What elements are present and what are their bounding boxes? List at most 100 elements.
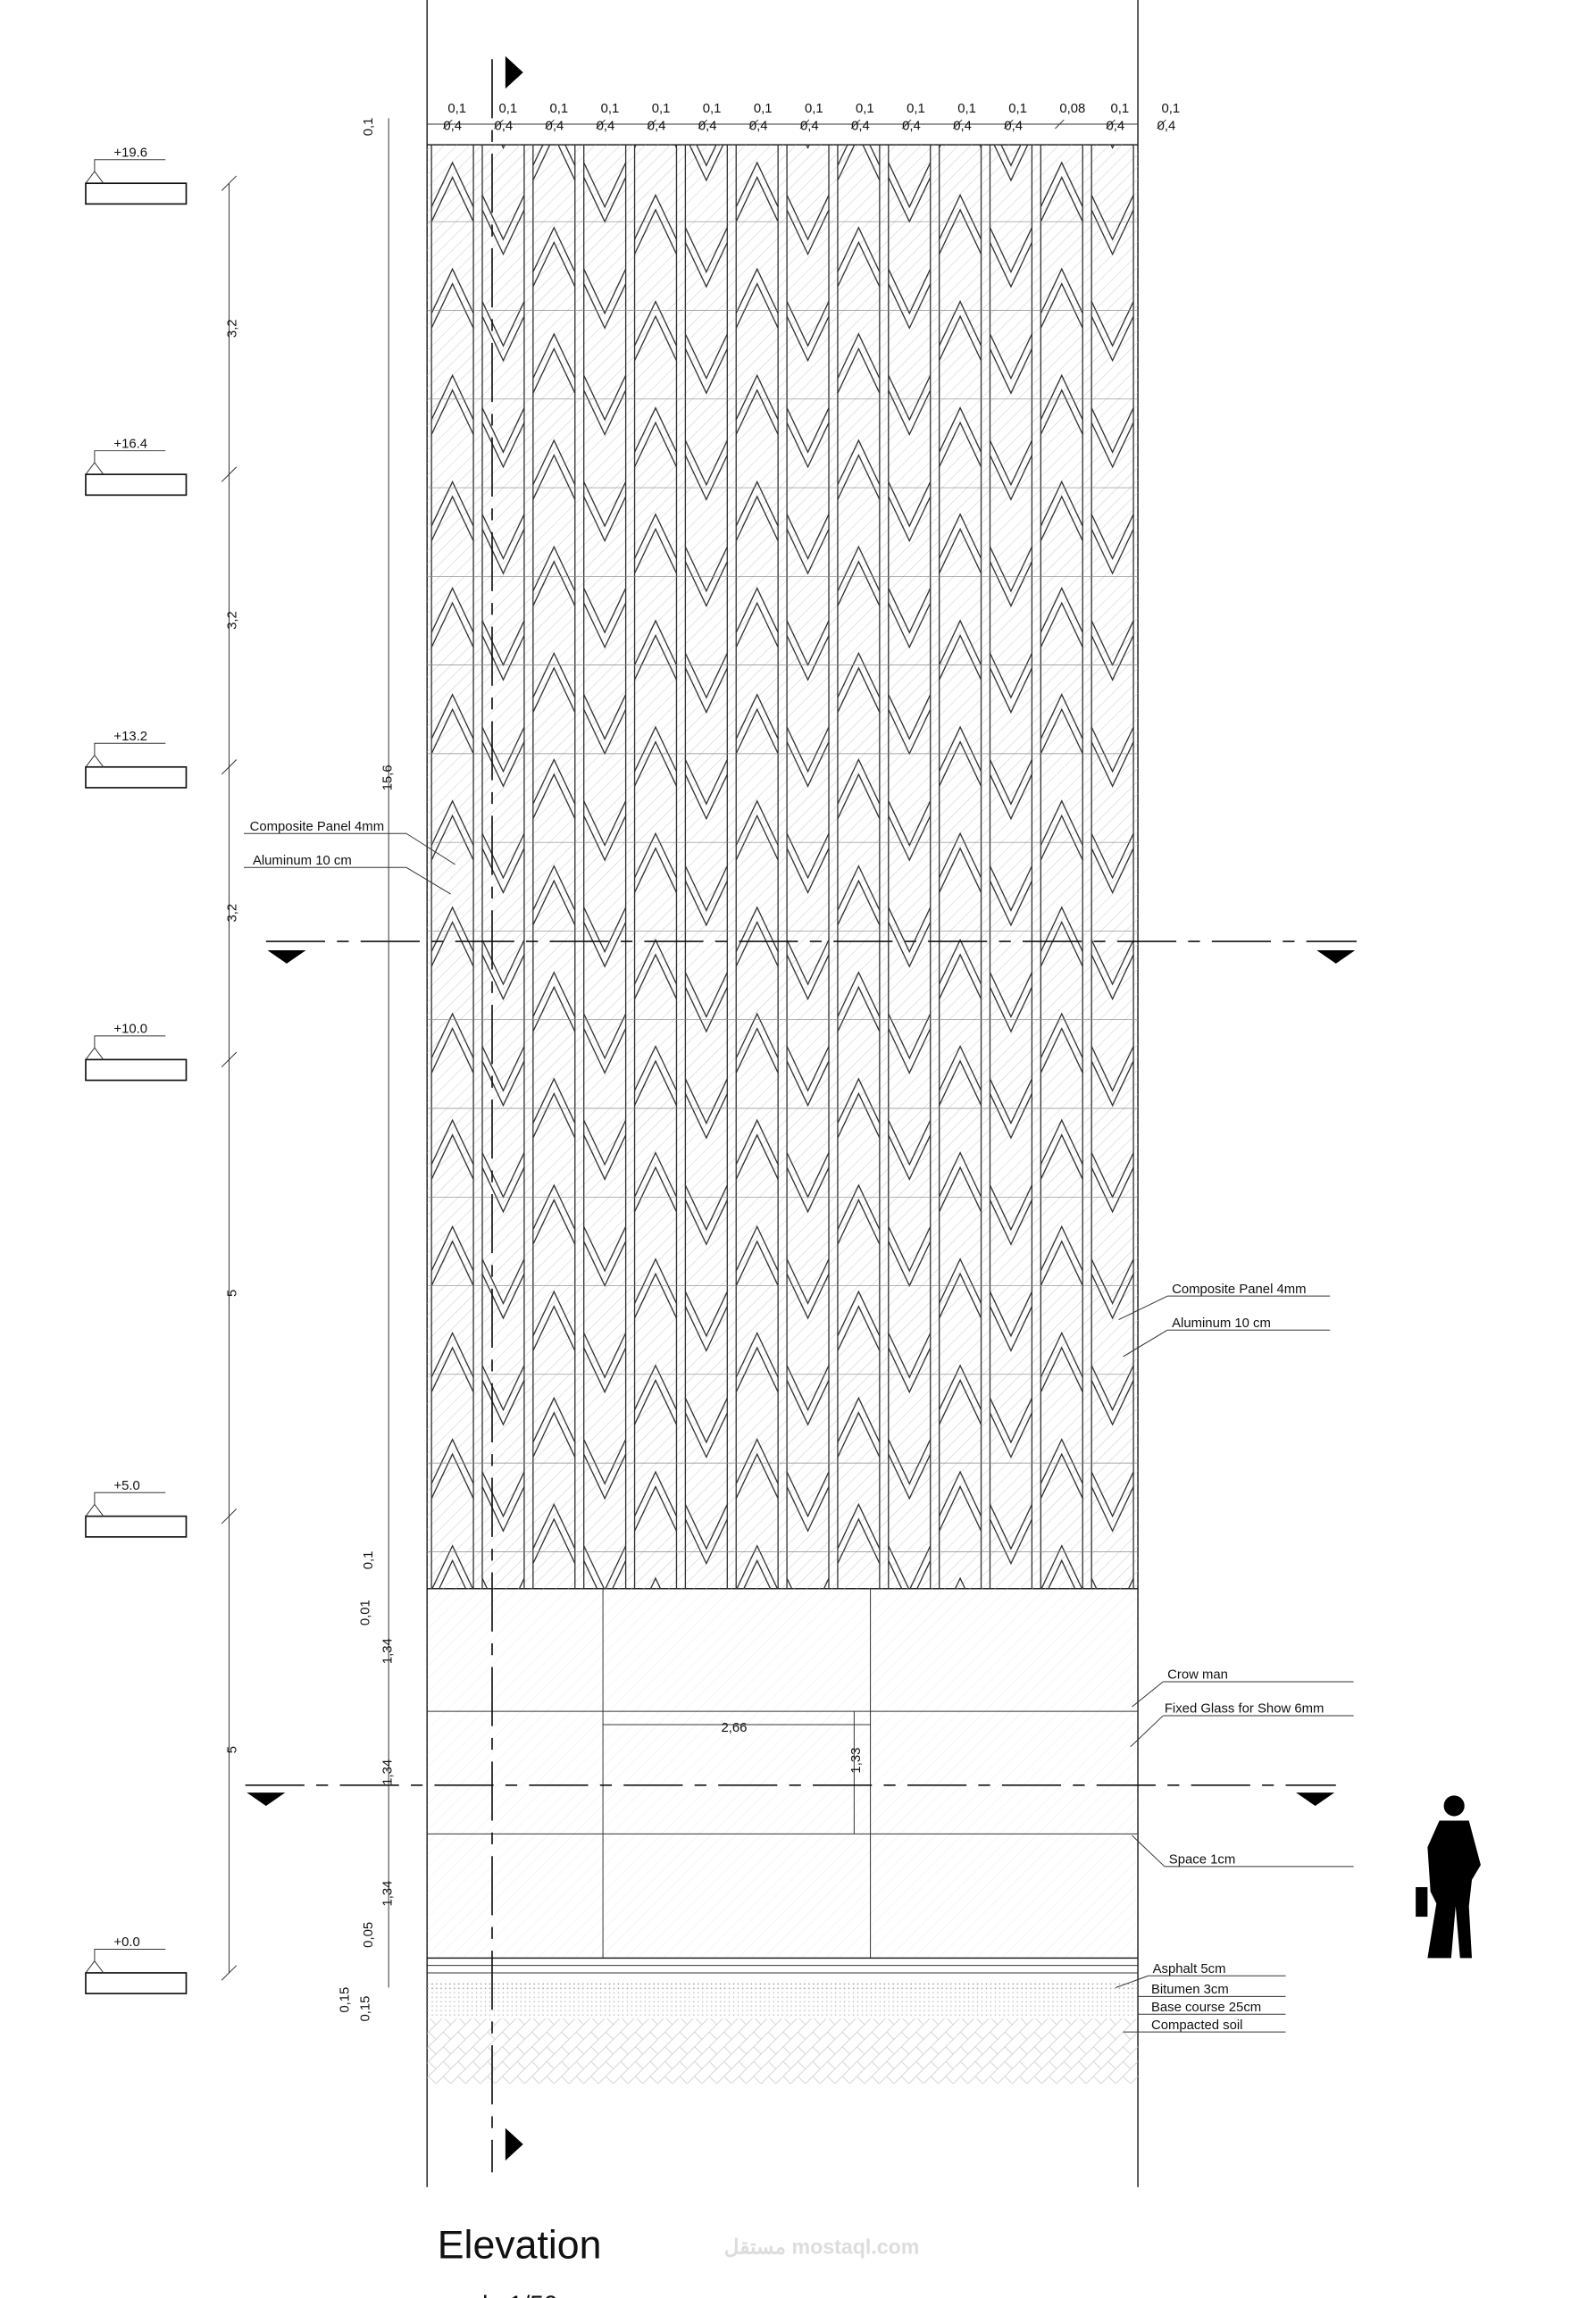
dim-bottom-a: 0,1 — [362, 1551, 376, 1570]
chevron-panel — [532, 971, 576, 1017]
dim-0-15-b: 0,15 — [359, 1996, 373, 2022]
chevron-panel — [532, 439, 576, 486]
chevron-panel — [430, 161, 474, 207]
chevron-panel — [939, 938, 982, 985]
chevron-panel — [684, 653, 728, 699]
top-dim-lower: 0,4 — [851, 120, 870, 134]
chevron-panel — [939, 725, 982, 773]
chevron-panel — [430, 1118, 474, 1166]
chevron-panel — [684, 972, 728, 1018]
top-dim-upper: 0,1 — [805, 102, 823, 116]
chevron-panel — [684, 759, 728, 806]
chevron-panel — [684, 865, 728, 912]
chevron-panel — [939, 831, 982, 879]
chevron-panel — [989, 865, 1033, 912]
chevron-panel — [430, 693, 474, 740]
chevron-panel — [989, 546, 1033, 593]
chevron-panel — [989, 653, 1033, 699]
chevron-panel — [684, 1291, 728, 1338]
chevron-panel — [888, 588, 932, 634]
chevron-panel — [888, 268, 932, 315]
level-label: +10.0 — [113, 1023, 147, 1037]
chevron-panel — [684, 1078, 728, 1125]
chevron-panel — [481, 832, 525, 880]
level-label: +5.0 — [113, 1479, 139, 1493]
chevron-panel — [481, 407, 525, 454]
chevron-panel — [583, 162, 627, 209]
level-label: +19.6 — [113, 146, 147, 160]
level-markers: +19.6+16.4+13.2+10.0+5.0+0.0 — [85, 146, 238, 1994]
dim-0-15-a: 0,15 — [338, 1987, 352, 2013]
chevron-panel — [735, 1012, 779, 1059]
chevron-panel — [532, 1502, 576, 1550]
level-label: +0.0 — [113, 1935, 139, 1950]
chevron-panel — [633, 725, 678, 773]
chevron-panel — [1090, 1471, 1134, 1518]
top-dim-upper: 0,1 — [856, 102, 874, 116]
chevron-panel — [1090, 1258, 1134, 1305]
chevron-panel — [837, 757, 881, 805]
chevron-panel — [939, 406, 982, 453]
chevron-panel — [1090, 726, 1134, 773]
chevron-panel — [532, 757, 576, 805]
chevron-panel — [989, 227, 1033, 274]
top-dim-lower: 0,4 — [902, 120, 921, 134]
top-dim-lower: 0,4 — [597, 120, 615, 134]
top-dim-lower: 0,4 — [443, 120, 462, 134]
top-dim-upper: 0,1 — [498, 102, 517, 116]
chevron-panel — [735, 1224, 779, 1272]
top-dim-lower: 0,4 — [494, 120, 513, 134]
level-dim-label: 3,2 — [226, 904, 240, 923]
chevron-panel — [735, 906, 779, 952]
chevron-panel — [430, 1012, 474, 1059]
drawing-title: Elevation — [438, 2223, 602, 2267]
chevron-panel — [1090, 940, 1134, 986]
note-fixed-glass: Fixed Glass for Show 6mm — [1165, 1702, 1324, 1717]
chevron-panel — [1040, 906, 1083, 952]
chevron-panel — [696, 145, 717, 167]
level-dim-label: 3,2 — [226, 319, 240, 338]
chevron-panel — [1090, 832, 1134, 880]
chevron-panel — [583, 1545, 627, 1589]
chevron-panel — [888, 162, 932, 209]
chevron-panel — [633, 1151, 678, 1198]
chevron-panel — [430, 1438, 474, 1484]
chevron-panel — [786, 832, 830, 880]
chevron-panel — [837, 971, 881, 1017]
chevron-panel — [684, 546, 728, 593]
chevron-panel — [786, 407, 830, 454]
chevron-panel — [1090, 195, 1134, 241]
chevron-panel — [837, 651, 881, 698]
chevron-panel — [532, 145, 576, 166]
chevron-panel — [481, 195, 525, 241]
chevron-panel — [786, 726, 830, 773]
top-dim-upper: 0,1 — [652, 102, 671, 116]
chevron-panel — [786, 1258, 830, 1305]
chevron-panel — [684, 1398, 728, 1444]
chevron-panel — [583, 588, 627, 634]
chevron-panel — [888, 800, 932, 848]
chevron-panel — [786, 1365, 830, 1412]
chevron-panel — [1040, 1012, 1083, 1059]
chevron-panel — [786, 514, 830, 561]
chevron-panel — [1040, 693, 1083, 740]
chevron-panel — [430, 267, 474, 314]
level-box — [85, 765, 188, 789]
level-box — [85, 1515, 188, 1538]
dim-glass-2: 1,34 — [380, 1759, 395, 1785]
chevron-panel — [532, 865, 576, 911]
top-dim-lower: 0,4 — [546, 120, 564, 134]
watermark-logo: مستقل mostaql.com — [724, 2235, 920, 2258]
note-asphalt: Asphalt 5cm — [1153, 1962, 1226, 1976]
glass-curtain-wall: 2,66 1,33 — [427, 1588, 1139, 1959]
dim-0-05: 0,05 — [362, 1922, 376, 1948]
chevron-panel — [837, 865, 881, 911]
chevron-panel — [1040, 267, 1083, 314]
chevron-panel — [430, 587, 474, 633]
chevron-panel — [736, 56, 778, 101]
note-crow-man: Crow man — [1167, 1668, 1228, 1683]
dim-glass-3: 1,34 — [380, 1881, 395, 1907]
chevron-panel — [989, 1078, 1033, 1125]
chevron-panel — [736, 1544, 779, 1589]
